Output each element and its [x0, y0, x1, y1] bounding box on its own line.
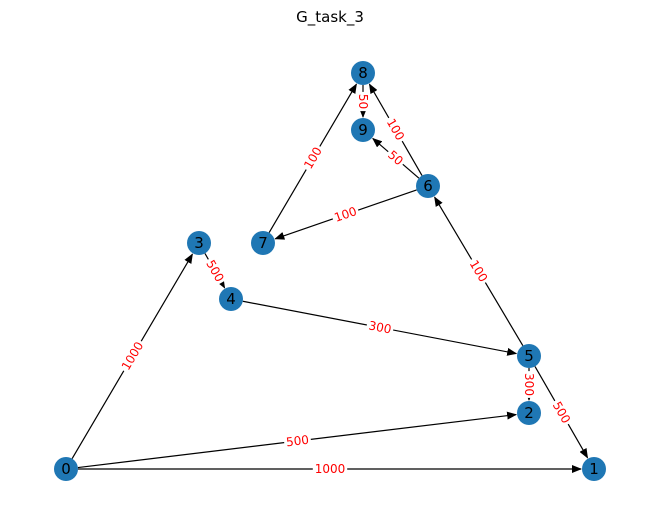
diagram-title: G_task_3 — [296, 8, 364, 26]
edge-label-0-3: 1000 — [117, 337, 148, 375]
edge-label-5-2: 300 — [522, 371, 536, 398]
edges-layer — [71, 83, 589, 473]
node-label: 6 — [423, 177, 433, 195]
node-1: 1 — [582, 457, 606, 481]
edge-label-text: 300 — [522, 373, 536, 396]
edge-label-0-1: 1000 — [312, 462, 348, 476]
edge-label-text: 1000 — [315, 462, 346, 476]
edge-label-text: 1000 — [119, 339, 147, 372]
node-circle — [219, 287, 243, 311]
node-2: 2 — [517, 401, 541, 425]
edge-label-6-9: 50 — [383, 146, 408, 170]
node-0: 0 — [54, 457, 78, 481]
node-label: 3 — [194, 234, 204, 252]
edge-label-text: 500 — [285, 433, 309, 450]
node-3: 3 — [187, 231, 211, 255]
node-label: 8 — [358, 64, 368, 82]
edge-label-text: 50 — [356, 94, 370, 109]
node-4: 4 — [219, 287, 243, 311]
node-label: 5 — [524, 347, 534, 365]
node-label: 1 — [589, 460, 599, 478]
edge-label-5-1: 500 — [548, 397, 575, 428]
node-label: 7 — [258, 234, 268, 252]
node-8: 8 — [351, 61, 375, 85]
edge-label-5-6: 100 — [465, 255, 492, 287]
edge-label-6-7: 100 — [330, 203, 361, 226]
edge-label-text: 50 — [385, 148, 406, 169]
node-circle — [54, 457, 78, 481]
node-label: 9 — [358, 121, 368, 139]
edge-label-8-9: 50 — [356, 91, 370, 112]
edge-label-text: 100 — [332, 204, 358, 225]
edge-label-text: 300 — [367, 318, 392, 336]
node-circle — [351, 61, 375, 85]
node-circle — [582, 457, 606, 481]
node-label: 4 — [226, 290, 236, 308]
node-circle — [416, 174, 440, 198]
node-circle — [517, 401, 541, 425]
edge-labels-layer: 1000 500 1000 500 300 300 500 100 100 50 100 100 50 — [117, 91, 575, 476]
edge-label-3-4: 500 — [202, 255, 228, 287]
edge-label-4-5: 300 — [365, 318, 395, 337]
edge-label-0-2: 500 — [283, 432, 312, 450]
node-circle — [517, 344, 541, 368]
node-7: 7 — [251, 231, 275, 255]
edge-label-7-8: 100 — [300, 142, 326, 174]
node-9: 9 — [351, 118, 375, 142]
node-circle — [251, 231, 275, 255]
edge-label-6-8: 100 — [382, 114, 409, 145]
nodes-layer: 0 1 2 3 4 5 6 7 8 9 — [54, 61, 606, 481]
node-label: 0 — [61, 460, 71, 478]
node-6: 6 — [416, 174, 440, 198]
node-circle — [351, 118, 375, 142]
node-circle — [187, 231, 211, 255]
node-label: 2 — [524, 404, 534, 422]
node-5: 5 — [517, 344, 541, 368]
